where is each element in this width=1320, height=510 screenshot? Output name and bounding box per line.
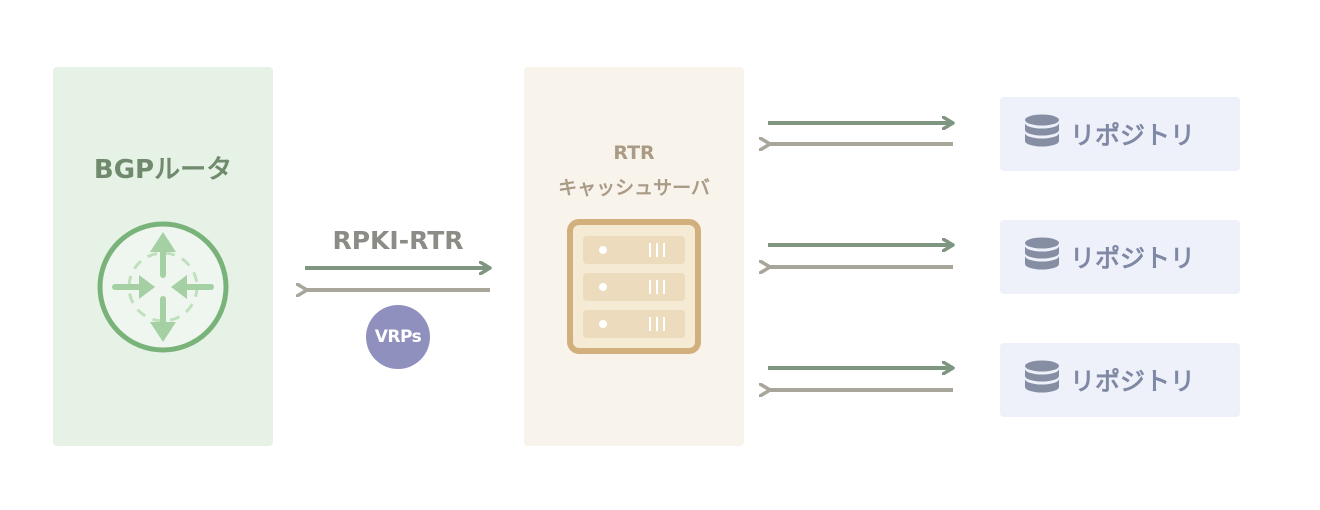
- database-icon: [1025, 360, 1059, 393]
- database-icon: [1025, 237, 1059, 270]
- repository-label: リポジトリ: [1070, 121, 1196, 150]
- router-title: BGPルータ: [93, 155, 233, 185]
- protocol-label: RPKI-RTR: [332, 226, 464, 255]
- cache-title-line1: RTR: [613, 142, 655, 164]
- repository-box: リポジトリ: [1000, 97, 1240, 171]
- repository-label: リポジトリ: [1070, 244, 1196, 273]
- server-rack-icon: [567, 219, 701, 354]
- router-icon: [97, 221, 229, 353]
- repository-label: リポジトリ: [1070, 367, 1196, 396]
- cache-title-line2: キャッシュサーバ: [558, 177, 710, 199]
- database-icon: [1025, 114, 1059, 147]
- repository-box: リポジトリ: [1000, 220, 1240, 294]
- vrps-badge: VRPs: [366, 305, 430, 369]
- repository-box: リポジトリ: [1000, 343, 1240, 417]
